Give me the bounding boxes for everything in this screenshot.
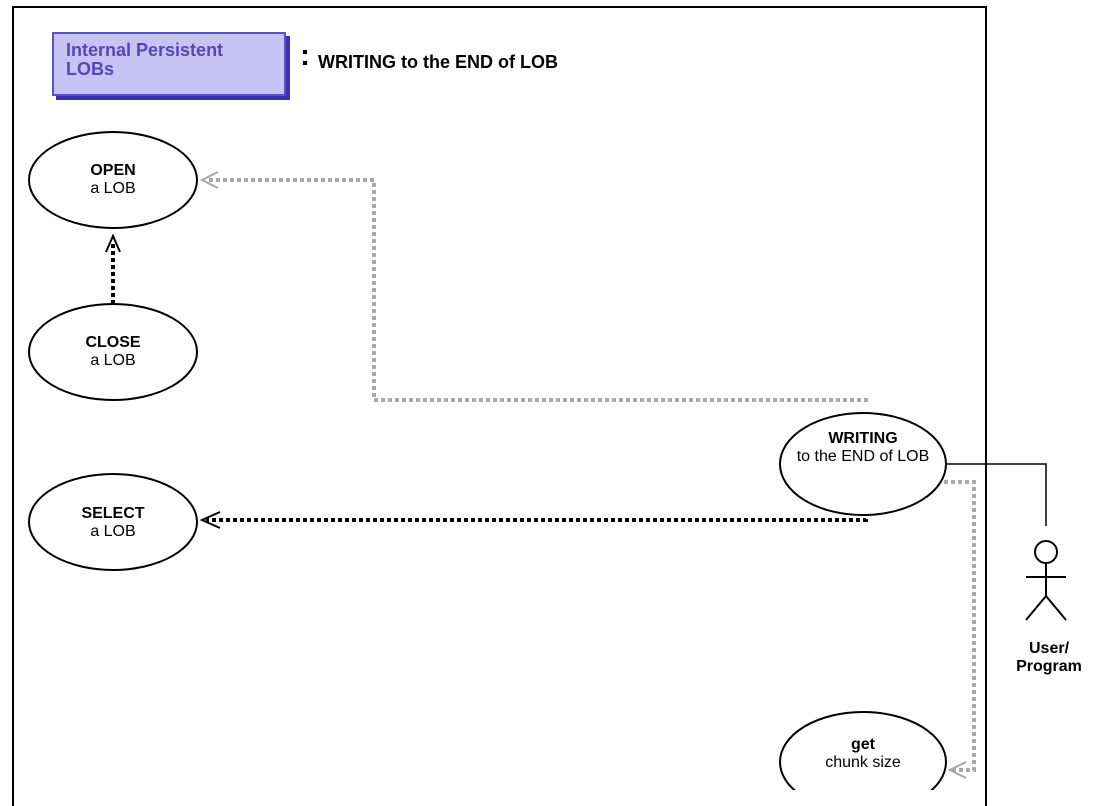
usecase-close-label: CLOSE a LOB — [23, 334, 203, 370]
category-badge: Internal Persistent LOBs — [52, 32, 286, 96]
usecase-open-bold: OPEN — [90, 162, 136, 179]
usecase-get-chunk-bold: get — [851, 736, 875, 753]
usecase-writing-ellipse[interactable] — [779, 412, 947, 516]
arrowhead-select — [199, 511, 221, 529]
connector-writing-to-open — [206, 178, 868, 402]
usecase-get-chunk-ellipse[interactable] — [779, 711, 947, 790]
page-title: WRITING to the END of LOB — [318, 52, 558, 72]
category-label: Internal Persistent LOBs — [66, 40, 224, 79]
usecase-close-bold: CLOSE — [85, 334, 141, 351]
usecase-select-bold: SELECT — [81, 505, 145, 522]
arrowhead-open-from-close — [105, 233, 121, 253]
title-separator: : — [300, 39, 310, 72]
usecase-close-ellipse[interactable] — [28, 303, 198, 401]
connector-writing-to-select — [206, 512, 868, 522]
stick-figure-icon — [1025, 540, 1067, 621]
usecase-get-chunk-text: chunk size — [825, 754, 901, 771]
usecase-select-ellipse[interactable] — [28, 473, 198, 571]
usecase-open-label: OPEN a LOB — [23, 162, 203, 198]
arrowhead-get-chunk — [947, 761, 967, 779]
usecase-select-text: a LOB — [90, 523, 136, 540]
connector-writing-to-get-chunk — [944, 480, 976, 772]
association-actor-line — [944, 463, 1047, 526]
actor-label: User/ Program — [1016, 640, 1082, 675]
usecase-open-ellipse[interactable] — [28, 131, 198, 229]
usecase-open-text: a LOB — [90, 180, 136, 197]
usecase-get-chunk-label: get chunk size — [773, 736, 953, 772]
usecase-writing-label: WRITING to the END of LOB — [793, 430, 933, 466]
usecase-select-label: SELECT a LOB — [23, 505, 203, 541]
diagram-frame — [12, 6, 987, 806]
usecase-close-text: a LOB — [90, 352, 136, 369]
usecase-writing-text: to the END of LOB — [796, 448, 930, 465]
arrowhead-open — [199, 171, 219, 189]
usecase-writing-bold: WRITING — [828, 430, 898, 447]
